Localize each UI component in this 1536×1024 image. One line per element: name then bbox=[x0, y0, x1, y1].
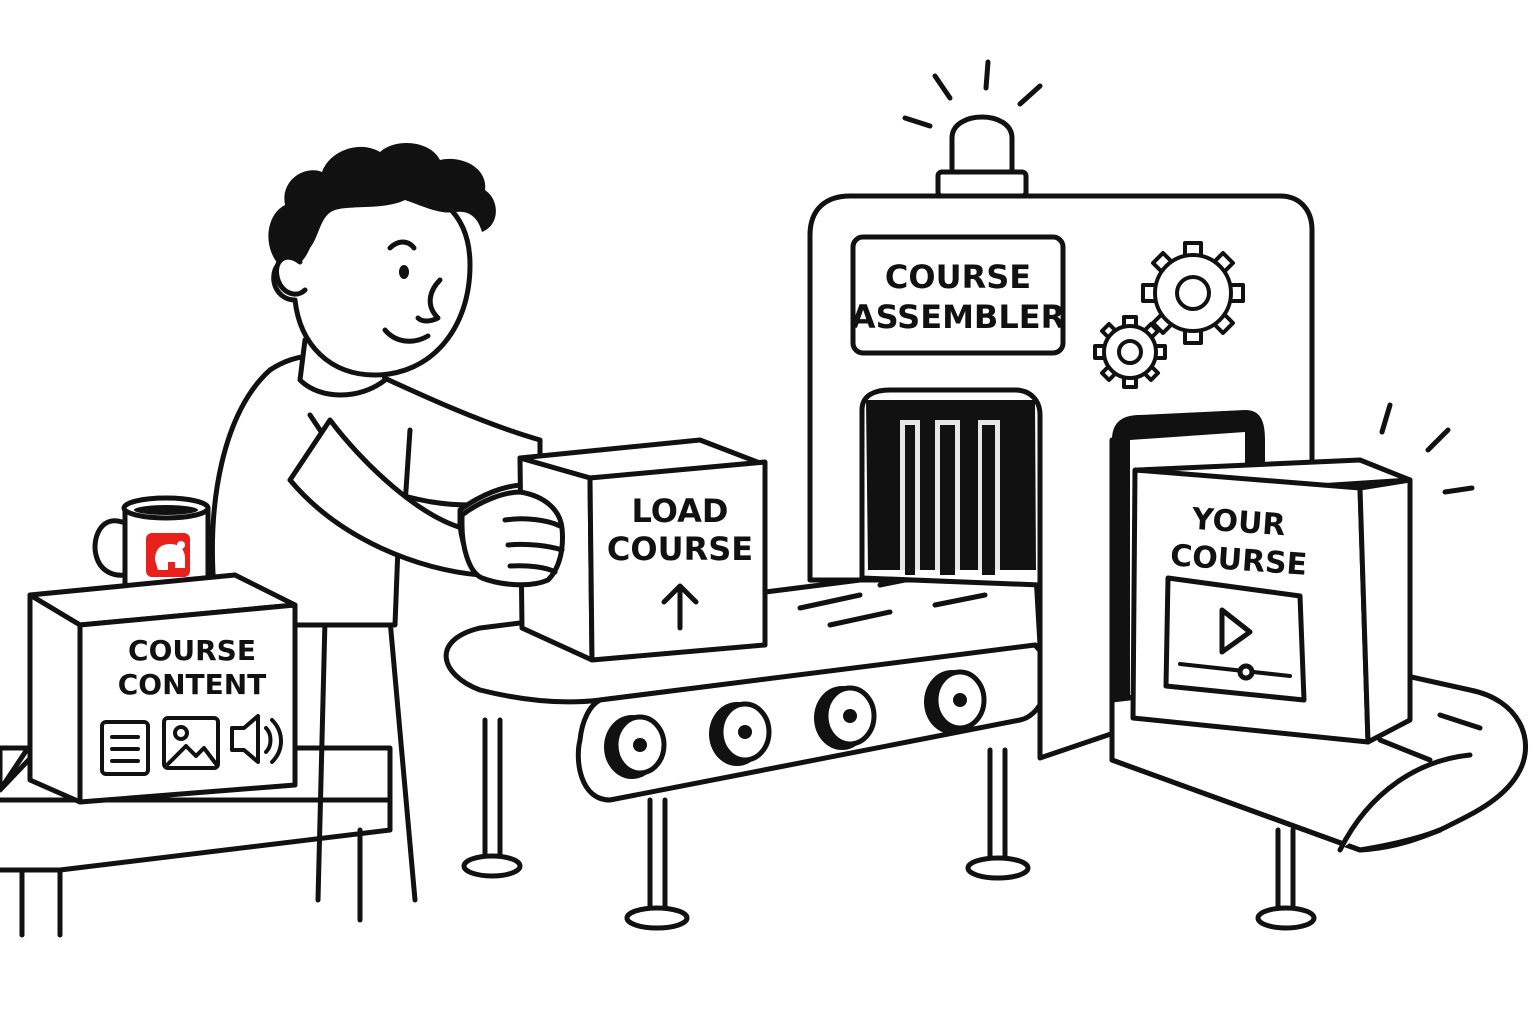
load-course-label-line1: LOAD bbox=[632, 492, 729, 530]
conveyor-roller bbox=[604, 714, 667, 779]
your-course-box: YOUR COURSE bbox=[1130, 402, 1475, 745]
person bbox=[210, 142, 565, 903]
alarm-light-icon bbox=[902, 59, 1043, 199]
video-player-icon bbox=[1163, 575, 1307, 703]
person-hand bbox=[459, 489, 565, 588]
machine-label-line1: COURSE bbox=[885, 258, 1031, 296]
course-content-label-line1: COURSE bbox=[128, 634, 256, 667]
conveyor-roller bbox=[924, 669, 987, 734]
coffee-mug bbox=[92, 495, 211, 597]
gears-icon bbox=[1093, 241, 1245, 389]
elephant-logo-icon bbox=[146, 533, 190, 577]
image-icon bbox=[162, 716, 220, 770]
document-icon bbox=[100, 720, 150, 776]
conveyor-roller bbox=[709, 701, 772, 766]
load-course-label-line2: COURSE bbox=[607, 530, 753, 568]
course-content-box: COURSE CONTENT bbox=[27, 572, 298, 805]
arrow-up-icon bbox=[661, 583, 699, 631]
machine-label-line2: ASSEMBLER bbox=[851, 298, 1065, 336]
speaker-icon bbox=[230, 714, 283, 764]
your-course-label-line1: YOUR bbox=[1190, 502, 1287, 544]
conveyor-roller bbox=[814, 685, 877, 750]
course-content-label-line2: CONTENT bbox=[118, 668, 267, 701]
